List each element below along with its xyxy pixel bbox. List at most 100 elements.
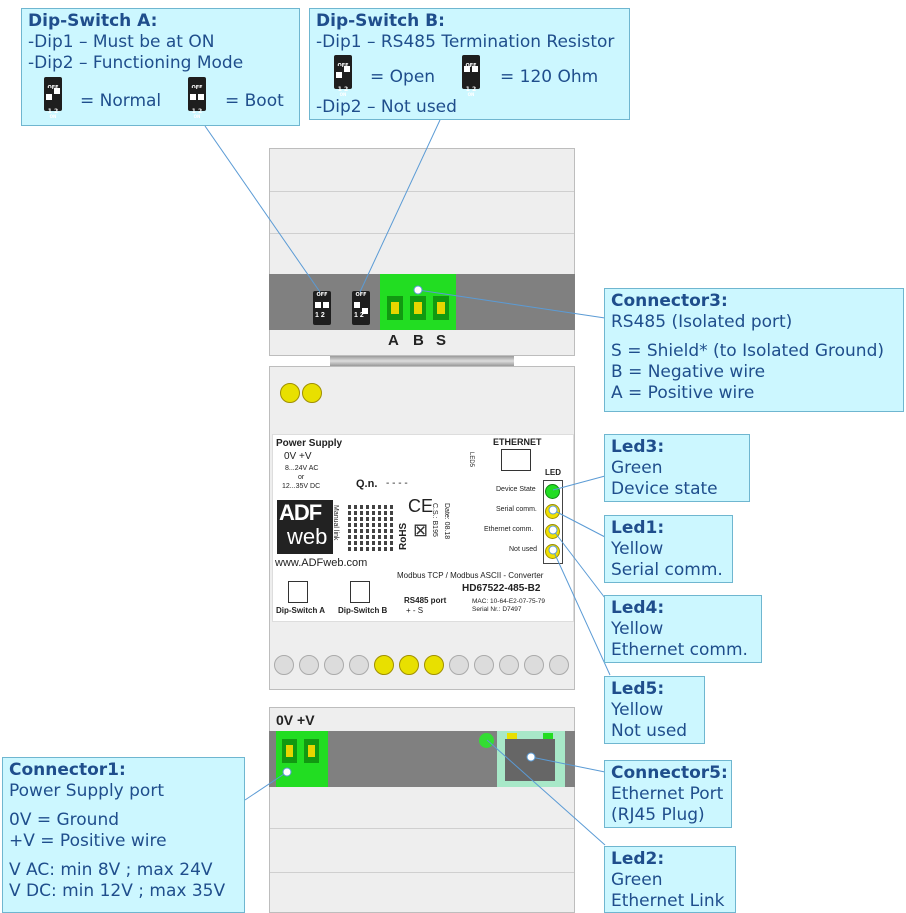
dip-b-title: Dip-Switch B: <box>316 11 445 31</box>
connector1-l1: Power Supply port <box>9 781 164 801</box>
terminal-label-b: B <box>413 332 424 349</box>
connector1-title: Connector1: <box>9 760 126 780</box>
ethernet-title: ETHERNET <box>493 437 542 447</box>
connector1-l5: V DC: min 12V ; max 35V <box>9 881 226 901</box>
led5-title: Led5: <box>611 679 665 699</box>
device-dip-switch-b: OFF <box>352 291 370 325</box>
device-model: HD67522-485-B2 <box>462 583 541 594</box>
serial-number: Serial Nr.: D7497 <box>472 606 522 613</box>
mac-address: MAC: 10-64-E2-07-75-79 <box>472 598 545 605</box>
led-label-ethernet: Ethernet comm. <box>484 526 534 533</box>
connector3-l1: RS485 (Isolated port) <box>611 312 793 332</box>
led4-l2: Ethernet comm. <box>611 640 748 660</box>
rail-joint <box>330 356 514 366</box>
dip-a-normal: = Normal <box>80 91 162 111</box>
led3-l2: Device state <box>611 479 718 499</box>
led-label-device-state: Device State <box>496 486 536 493</box>
led5-l2: Not used <box>611 721 688 741</box>
dip-b-line2: -Dip2 – Not used <box>316 97 457 117</box>
qn-value: - - - - <box>386 478 408 489</box>
dip-a-line1: -Dip1 – Must be at ON <box>28 32 215 52</box>
connector5-title: Connector5: <box>611 763 728 783</box>
connector1-l3: +V = Positive wire <box>9 831 167 851</box>
callout-led5: Led5: Yellow Not used <box>604 676 705 744</box>
dip-b-line1: -Dip1 – RS485 Termination Resistor <box>316 32 615 52</box>
connector5-l2: (RJ45 Plug) <box>611 805 705 825</box>
top-led-1 <box>280 383 300 403</box>
top-led-2 <box>302 383 322 403</box>
dip-b-open: = Open <box>370 67 436 87</box>
led5-l1: Yellow <box>611 700 664 720</box>
power-supply-ac: 8...24V AC <box>285 465 319 472</box>
led2-title: Led2: <box>611 849 665 869</box>
connector1-l2: 0V = Ground <box>9 810 120 830</box>
led-row <box>274 655 570 677</box>
led1-l1: Yellow <box>611 539 664 559</box>
led-header: LED <box>545 468 561 477</box>
led2-l1: Green <box>611 870 663 890</box>
led1-l2: Serial comm. <box>611 560 723 580</box>
dip-b-mini-icon <box>350 581 370 603</box>
led3-title: Led3: <box>611 437 665 457</box>
callout-led3: Led3: Green Device state <box>604 434 750 502</box>
led4-title: Led4: <box>611 598 665 618</box>
ethernet-port-icon <box>501 449 531 471</box>
qr-overlay <box>348 503 396 551</box>
led-label-serial: Serial comm. <box>496 506 537 513</box>
callout-connector1: Connector1: Power Supply port 0V = Groun… <box>2 757 245 913</box>
weee-icon: ⊠ <box>413 520 429 541</box>
dip-switch-a-label: Dip-Switch A <box>276 606 326 615</box>
device-state-led <box>545 484 560 499</box>
device-dip-a-nums: 1 2 <box>315 312 325 319</box>
callout-led2: Led2: Green Ethernet Link <box>604 846 736 913</box>
connector3-l3: B = Negative wire <box>611 362 766 382</box>
power-terminal-block <box>276 731 328 787</box>
dip-a-title: Dip-Switch A: <box>28 11 158 31</box>
power-supply-polarity: 0V +V <box>284 451 312 462</box>
connector3-l4: A = Positive wire <box>611 383 755 403</box>
dip-a-mini-icon <box>288 581 308 603</box>
led2-l2: Ethernet Link <box>611 891 725 911</box>
device-dip-b-nums: 1 2 <box>354 312 364 319</box>
power-supply-or: or <box>298 474 305 481</box>
callout-led1: Led1: Yellow Serial comm. <box>604 515 733 583</box>
power-supply-title: Power Supply <box>276 438 343 449</box>
callout-dip-switch-b: Dip-Switch B: -Dip1 – RS485 Termination … <box>309 8 630 120</box>
device-dip-switch-a: OFF <box>313 291 331 325</box>
ce-mark: CE <box>408 496 434 516</box>
connector1-l4: V AC: min 8V ; max 24V <box>9 860 213 880</box>
led3-l1: Green <box>611 458 663 478</box>
power-supply-dc: 12...35V DC <box>282 483 321 490</box>
callout-led4: Led4: Yellow Ethernet comm. <box>604 595 762 663</box>
rs485-terminal-block <box>380 274 456 330</box>
adf-logo: ADF web <box>277 500 333 554</box>
rs485-port-label: RS485 port <box>404 596 447 605</box>
ethernet-link-led <box>479 733 494 748</box>
connector3-l2: S = Shield* (to Isolated Ground) <box>611 341 885 361</box>
device-description: Modbus TCP / Modbus ASCII - Converter <box>397 571 544 580</box>
website: www.ADFweb.com <box>275 557 368 569</box>
dip-b-ohm: = 120 Ohm <box>500 67 599 87</box>
terminal-label-a: A <box>388 332 399 349</box>
bottom-power-label: 0V +V <box>276 712 315 728</box>
dip-a-line2: -Dip2 – Functioning Mode <box>28 53 244 73</box>
dip-a-boot: = Boot <box>225 91 284 111</box>
led1-title: Led1: <box>611 518 665 538</box>
terminal-label-s: S <box>436 332 447 349</box>
led-label-not-used: Not used <box>509 546 538 553</box>
callout-connector5: Connector5: Ethernet Port (RJ45 Plug) <box>604 760 732 828</box>
dip-switch-b-label: Dip-Switch B <box>338 606 388 615</box>
callout-dip-switch-a: Dip-Switch A: -Dip1 – Must be at ON -Dip… <box>21 8 300 126</box>
qn-label: Q.n. <box>356 478 378 490</box>
rs485-pins: + - S <box>406 606 424 615</box>
callout-connector3: Connector3: RS485 (Isolated port) S = Sh… <box>604 288 904 412</box>
connector5-l1: Ethernet Port <box>611 784 724 804</box>
led4-l1: Yellow <box>611 619 664 639</box>
connector3-title: Connector3: <box>611 291 728 311</box>
led-column <box>543 480 563 564</box>
